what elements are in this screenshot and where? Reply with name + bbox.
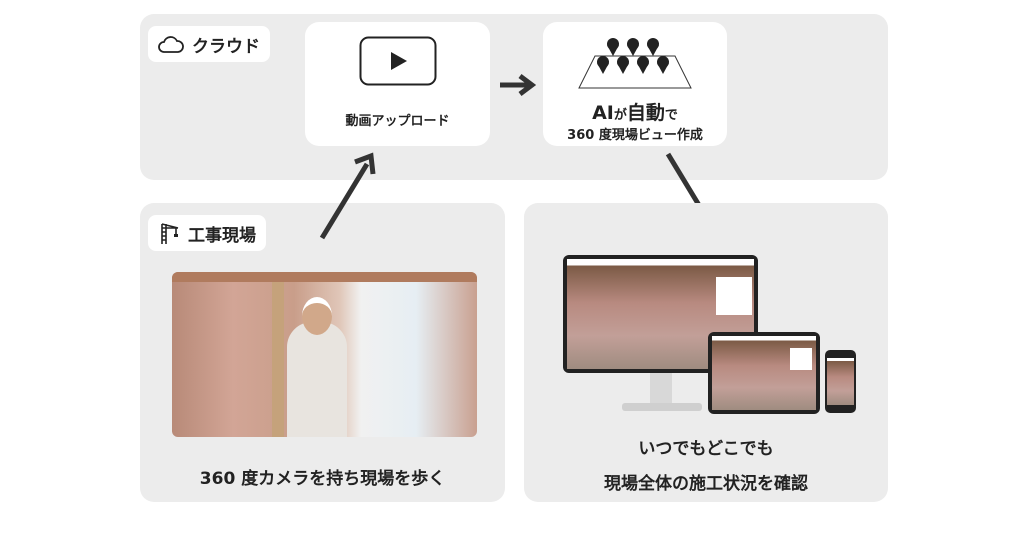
map-pins-icon <box>578 38 692 89</box>
de-text: で <box>664 108 678 123</box>
site-label: 工事現場 <box>188 225 256 246</box>
ai-line2: 360 度現場ビュー作成 <box>567 128 703 143</box>
arrow-up-icon <box>319 152 376 240</box>
site-tag: 工事現場 <box>148 215 266 251</box>
monitor-base <box>622 403 702 411</box>
cloud-tag: クラウド <box>148 26 270 62</box>
ai-card: AIが自動で 360 度現場ビュー作成 <box>543 22 727 146</box>
upload-card: 動画アップロード <box>305 22 490 146</box>
view-line2: 現場全体の施工状況を確認 <box>604 474 808 494</box>
ai-text: AI <box>592 102 614 124</box>
phone <box>825 350 856 413</box>
play-icon <box>359 36 437 86</box>
ai-line1: AIが自動で <box>543 98 727 125</box>
arrow-right-icon <box>500 74 536 96</box>
ga-text: が <box>613 108 627 123</box>
tablet <box>708 332 820 414</box>
site-caption: 360 度カメラを持ち現場を歩く <box>199 469 446 489</box>
view-line1: いつでもどこでも <box>638 439 774 459</box>
cloud-icon <box>158 36 184 53</box>
crane-icon <box>161 223 179 244</box>
cloud-label: クラウド <box>192 36 260 57</box>
upload-label: 動画アップロード <box>345 114 450 129</box>
jidou-text: 自動 <box>626 102 665 124</box>
site-photo <box>172 272 477 437</box>
monitor-stand <box>650 373 672 403</box>
